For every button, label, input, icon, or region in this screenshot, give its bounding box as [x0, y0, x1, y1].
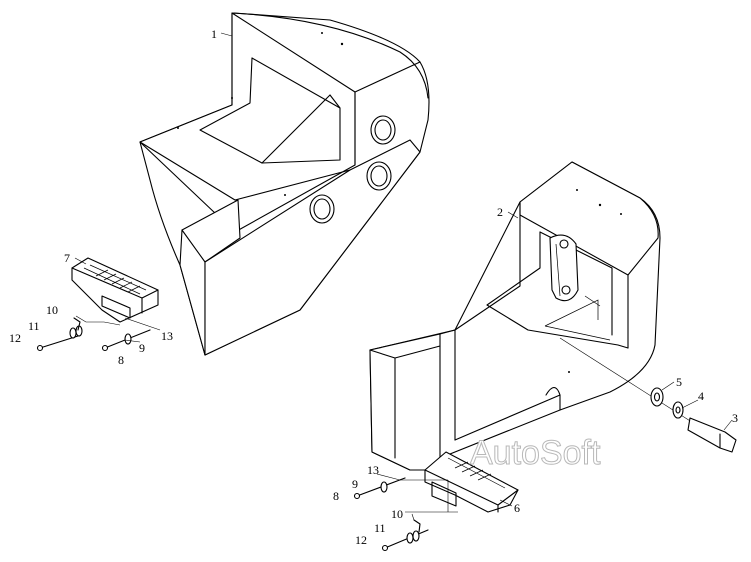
leader-lines [74, 32, 733, 521]
callout-3: 3 [732, 411, 738, 425]
callout-13-left: 13 [161, 329, 173, 343]
callout-1: 1 [211, 27, 217, 41]
callout-8-left: 8 [118, 353, 124, 367]
callout-2: 2 [497, 205, 503, 219]
callout-12-right: 12 [355, 533, 367, 547]
hardware-left [36, 317, 151, 352]
counterweight-left [139, 12, 430, 356]
callout-5: 5 [676, 375, 682, 389]
counterweight-right [369, 161, 721, 471]
callout-labels: 1 2 3 4 5 6 7 8 9 10 11 12 13 8 9 10 11 … [9, 27, 738, 547]
callout-9-right: 9 [352, 477, 358, 491]
callout-8-right: 8 [333, 489, 339, 503]
callout-12-left: 12 [9, 331, 21, 345]
callout-10-right: 10 [391, 507, 403, 521]
callout-6: 6 [514, 501, 520, 515]
callout-11-right: 11 [374, 521, 386, 535]
bracket-7 [71, 257, 159, 323]
bracket-6 [424, 451, 519, 513]
callout-11-left: 11 [28, 319, 40, 333]
callout-9-left: 9 [139, 341, 145, 355]
hardware-right [353, 477, 429, 552]
callout-13-right: 13 [367, 463, 379, 477]
bolt-assembly-3-4-5 [650, 387, 737, 453]
callout-7: 7 [64, 251, 70, 265]
callout-10-left: 10 [46, 303, 58, 317]
callout-4: 4 [698, 389, 704, 403]
watermark-text: AutoSoft [470, 434, 601, 472]
